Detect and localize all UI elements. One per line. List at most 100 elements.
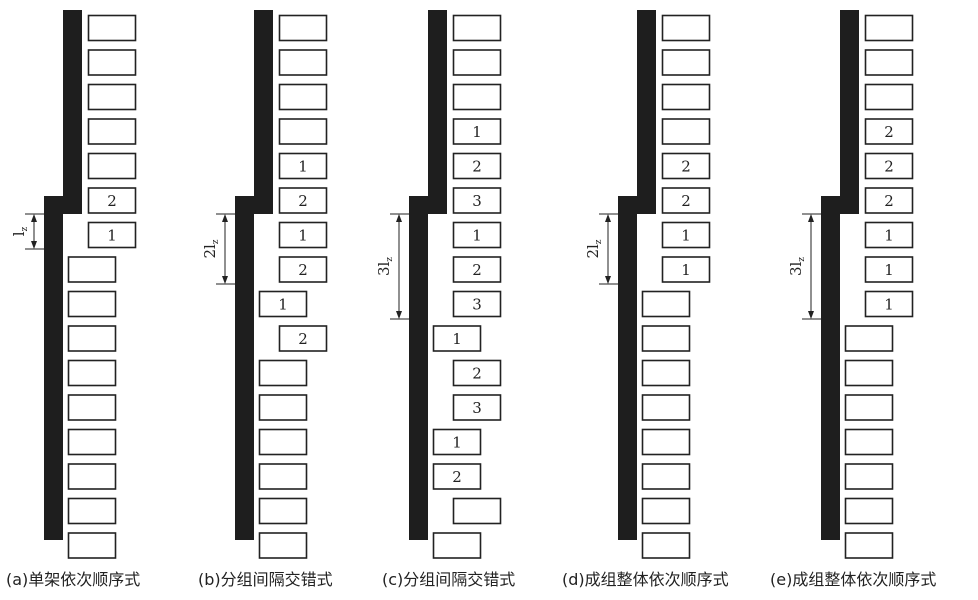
support-box (278, 83, 328, 111)
dimension-e (802, 213, 821, 320)
support-group-number: 2 (107, 192, 117, 210)
lower-conveyor-beam (821, 196, 840, 540)
arrow-up-icon (396, 214, 402, 222)
lower-conveyor-beam (618, 196, 637, 540)
support-unit (844, 428, 894, 456)
lower-conveyor-beam (409, 196, 428, 540)
support-box (661, 221, 711, 249)
support-box (258, 428, 308, 456)
dimension-subscript: z (385, 257, 395, 262)
support-box (844, 428, 894, 456)
support-unit: 1 (661, 256, 711, 283)
support-box (67, 428, 117, 456)
support-box (278, 256, 328, 283)
support-unit (67, 256, 117, 283)
dimension-label: lz (10, 226, 30, 236)
support-box (661, 256, 711, 283)
support-box (864, 290, 914, 318)
support-group-number: 3 (472, 399, 482, 417)
support-box (864, 118, 914, 145)
support-box (864, 187, 914, 214)
support-unit: 2 (864, 187, 914, 214)
support-box (258, 394, 308, 421)
support-box (67, 532, 117, 559)
support-box (87, 221, 137, 249)
support-box (844, 394, 894, 421)
lower-conveyor-beam (235, 196, 254, 540)
support-box (278, 152, 328, 180)
support-group-number: 2 (884, 192, 894, 210)
support-group-number: 2 (472, 158, 482, 176)
support-group-number: 2 (681, 192, 691, 210)
support-box (844, 532, 894, 559)
support-box (864, 221, 914, 249)
support-box (661, 14, 711, 42)
support-unit (67, 463, 117, 490)
support-group-number: 1 (472, 227, 482, 245)
support-group-number: 1 (298, 158, 308, 176)
support-unit (864, 14, 914, 42)
support-group-number: 1 (884, 227, 894, 245)
dimension-a (25, 213, 44, 250)
support-group-number: 1 (884, 296, 894, 314)
support-unit (641, 532, 691, 559)
support-box (452, 83, 502, 111)
support-group-number: 3 (472, 192, 482, 210)
support-box (87, 118, 137, 145)
support-box (641, 359, 691, 387)
support-box (641, 497, 691, 525)
support-group-number: 2 (884, 123, 894, 141)
support-box (87, 187, 137, 214)
support-unit (641, 290, 691, 318)
support-box (864, 83, 914, 111)
support-box (452, 152, 502, 180)
support-box (452, 256, 502, 283)
support-unit (258, 463, 308, 490)
support-unit: 2 (661, 152, 711, 180)
arrow-down-icon (808, 311, 814, 319)
support-unit (452, 49, 502, 76)
support-unit (87, 83, 137, 111)
support-box (661, 83, 711, 111)
support-box (452, 290, 502, 318)
dimension-subscript: z (20, 226, 30, 231)
support-unit (452, 14, 502, 42)
support-unit (641, 359, 691, 387)
arrow-up-icon (31, 214, 37, 222)
support-unit (258, 428, 308, 456)
dimension-c (390, 213, 409, 320)
support-box (258, 463, 308, 490)
support-group-number: 1 (884, 261, 894, 279)
support-unit (87, 49, 137, 76)
support-box (67, 463, 117, 490)
support-unit (661, 83, 711, 111)
support-group-number: 2 (452, 468, 462, 486)
support-unit: 2 (432, 463, 482, 490)
dimension-value: 2l (584, 244, 602, 259)
support-unit (452, 497, 502, 525)
support-unit (67, 359, 117, 387)
support-unit: 1 (432, 325, 482, 352)
support-box (452, 394, 502, 421)
caption-a: (a)单架依次顺序式 (6, 570, 141, 589)
support-unit: 3 (452, 394, 502, 421)
support-unit (844, 532, 894, 559)
support-box (661, 118, 711, 145)
support-unit: 2 (278, 325, 328, 352)
support-unit (844, 394, 894, 421)
arrow-down-icon (222, 276, 228, 284)
support-unit (844, 325, 894, 352)
dimension-label: 2lz (584, 239, 604, 258)
support-group-number: 2 (681, 158, 691, 176)
support-box (87, 152, 137, 180)
support-unit (864, 49, 914, 76)
support-box (278, 187, 328, 214)
support-box (67, 290, 117, 318)
support-unit (641, 428, 691, 456)
upper-conveyor-beam (254, 10, 273, 214)
support-box (432, 463, 482, 490)
support-unit (67, 532, 117, 559)
